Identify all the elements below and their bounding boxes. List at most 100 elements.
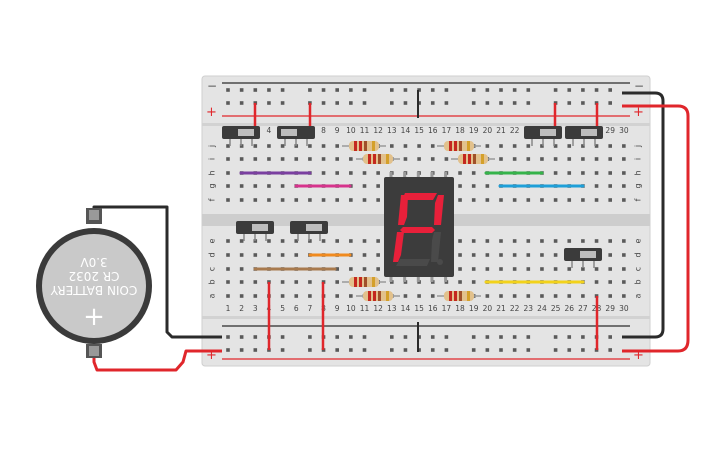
hole	[594, 280, 599, 284]
hole	[226, 184, 230, 188]
hole	[239, 101, 244, 105]
column-label: 24	[537, 304, 547, 313]
hole	[567, 198, 572, 202]
hole	[362, 198, 367, 202]
hole	[417, 348, 421, 352]
hole	[622, 294, 626, 298]
hole	[471, 280, 476, 284]
hole	[376, 184, 380, 188]
hole	[567, 267, 572, 271]
hole	[581, 101, 585, 105]
hole	[267, 184, 271, 188]
column-label: 22	[510, 126, 520, 135]
hole	[280, 335, 285, 339]
hole	[553, 198, 558, 202]
row-label: c	[208, 267, 217, 271]
row-label: g	[208, 183, 217, 188]
hole	[581, 88, 585, 92]
segment-f	[398, 195, 408, 225]
top-right-plus-label: +	[633, 105, 644, 120]
hole	[294, 294, 299, 298]
column-label: 8	[321, 126, 326, 135]
column-label: 21	[496, 304, 506, 313]
slide-switch[interactable]	[222, 126, 260, 146]
hole	[239, 184, 244, 188]
column-label: 1	[226, 304, 231, 313]
slide-switch[interactable]	[524, 126, 562, 146]
row-label: h	[634, 170, 643, 175]
column-label: 30	[619, 126, 629, 135]
hole	[280, 280, 285, 284]
hole	[526, 101, 531, 105]
hole	[294, 239, 299, 243]
column-label: 23	[524, 304, 534, 313]
decimal-point	[437, 259, 443, 265]
hole	[608, 88, 612, 92]
column-label: 9	[335, 304, 340, 313]
hole	[526, 198, 531, 202]
column-label: 4	[267, 126, 272, 135]
hole	[485, 239, 490, 243]
hole	[499, 239, 503, 243]
hole	[280, 184, 285, 188]
hole	[280, 88, 285, 92]
hole	[553, 171, 558, 175]
hole	[280, 253, 285, 257]
hole	[608, 267, 612, 271]
row-label: c	[634, 267, 643, 271]
hole	[253, 280, 258, 284]
hole	[362, 101, 367, 105]
row-label: f	[634, 198, 643, 201]
right-negative-rail-wire	[622, 91, 665, 339]
hole	[485, 184, 490, 188]
hole	[349, 198, 353, 202]
column-label: 26	[564, 304, 574, 313]
hole	[403, 144, 408, 148]
hole	[239, 157, 244, 161]
resistor	[437, 291, 481, 301]
segment-d	[396, 259, 430, 266]
slide-switch[interactable]	[565, 126, 603, 146]
hole	[458, 171, 462, 175]
hole	[280, 101, 285, 105]
hole	[608, 144, 612, 148]
hole	[349, 239, 353, 243]
hole	[430, 157, 435, 161]
row-label: b	[634, 279, 643, 284]
hole	[376, 171, 380, 175]
hole	[335, 144, 339, 148]
slide-switch[interactable]	[290, 221, 328, 241]
row-label: a	[208, 293, 217, 298]
hole	[226, 198, 230, 202]
hole	[253, 198, 258, 202]
hole	[308, 144, 312, 148]
hole	[376, 239, 380, 243]
hole	[335, 171, 339, 175]
hole	[608, 184, 612, 188]
display-pin	[389, 172, 393, 177]
display-pin	[444, 172, 448, 177]
column-label: 22	[510, 304, 520, 313]
hole	[417, 157, 421, 161]
hole	[267, 198, 271, 202]
column-label: 15	[414, 126, 424, 135]
hole	[540, 239, 544, 243]
hole	[471, 184, 476, 188]
hole	[430, 294, 435, 298]
hole	[362, 335, 367, 339]
hole	[390, 101, 394, 105]
hole	[485, 198, 490, 202]
slide-switch[interactable]	[564, 248, 602, 268]
hole	[471, 239, 476, 243]
hole	[512, 198, 517, 202]
slide-switch[interactable]	[236, 221, 274, 241]
top-left-plus-label: +	[206, 105, 217, 120]
hole	[239, 239, 244, 243]
hole	[349, 171, 353, 175]
hole	[526, 348, 531, 352]
display-pin	[403, 277, 407, 282]
hole	[403, 294, 408, 298]
slide-switch[interactable]	[277, 126, 315, 146]
column-label: 17	[442, 126, 452, 135]
